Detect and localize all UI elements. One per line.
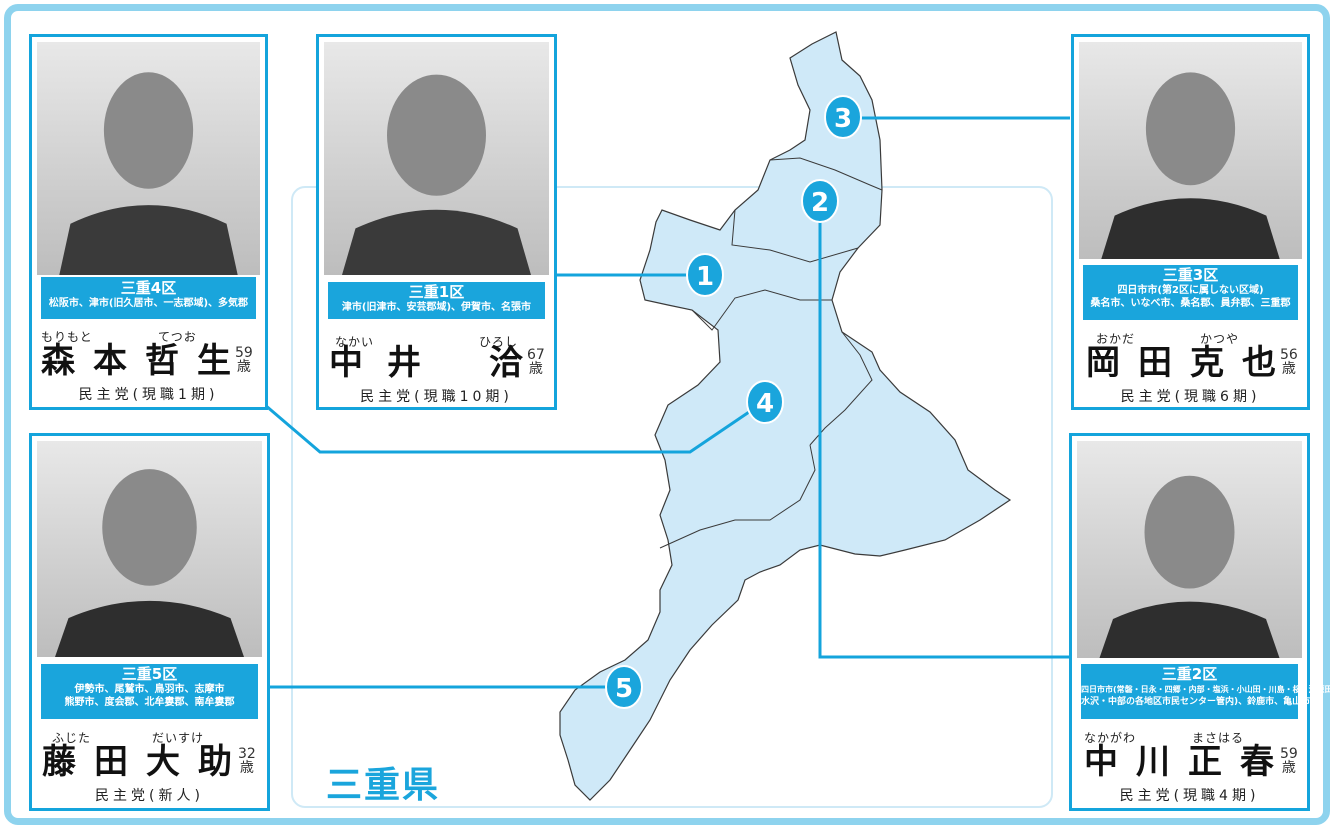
district-banner: 三重1区 津市(旧津市、安芸郡域)、伊賀市、名張市 — [328, 282, 545, 319]
prefecture-label: 三重県 — [326, 765, 441, 806]
candidate-age: 59 歳 — [1280, 746, 1298, 776]
candidate-party: 民主党(現職4期) — [1119, 788, 1260, 804]
ruby-given: てつお — [158, 330, 197, 344]
candidate-party: 民主党(現職10期) — [360, 389, 513, 405]
candidate-card-mie3: 三重3区 四日市市(第2区に属しない区域) 桑名市、いなべ市、桑名郡、員弁郡、三… — [1071, 34, 1310, 410]
candidate-photo — [1077, 441, 1302, 658]
ruby-family: ふじた — [52, 731, 92, 745]
district-title: 三重4区 — [120, 279, 177, 297]
district-area: 水沢・中部の各地区市民センター管内)、鈴鹿市、亀山市 — [1081, 697, 1311, 707]
district-banner: 三重5区 伊勢市、尾鷲市、鳥羽市、志摩市 熊野市、度会郡、北牟婁郡、南牟婁郡 — [41, 664, 258, 719]
district-area: 伊勢市、尾鷲市、鳥羽市、志摩市 — [74, 684, 225, 695]
candidate-age: 56 歳 — [1280, 347, 1298, 377]
candidate-name: 岡 田 克 也 — [1086, 343, 1276, 383]
person-silhouette-icon — [1099, 475, 1280, 658]
candidate-name: 中 井 洽 — [329, 343, 523, 383]
candidate-age: 67 歳 — [527, 347, 545, 377]
candidate-photo — [37, 42, 260, 275]
ruby-family: おかだ — [1096, 332, 1136, 346]
ruby-family: もりもと — [41, 330, 93, 344]
candidate-name: 藤 田 大 助 — [42, 742, 232, 782]
person-silhouette-icon — [55, 469, 244, 657]
border-3-2 — [769, 157, 883, 191]
district-title: 三重2区 — [1161, 665, 1218, 683]
candidate-photo — [324, 42, 549, 275]
svg-text:2: 2 — [811, 188, 829, 218]
person-silhouette-icon — [1101, 72, 1280, 259]
district-area: 四日市市(第2区に属しない区域) — [1117, 285, 1264, 296]
ruby-given: まさはる — [1192, 731, 1245, 745]
ruby-given: だいすけ — [152, 731, 205, 745]
district-banner: 三重4区 松阪市、津市(旧久居市、一志郡域)、多気郡 — [41, 277, 256, 319]
candidate-card-mie5: 三重5区 伊勢市、尾鷲市、鳥羽市、志摩市 熊野市、度会郡、北牟婁郡、南牟婁郡 ふ… — [29, 433, 270, 811]
candidate-card-mie1: 三重1区 津市(旧津市、安芸郡域)、伊賀市、名張市 なかい ひろし 中 井 洽 … — [316, 34, 557, 410]
border-4-2 — [809, 331, 873, 446]
ruby-family: なかがわ — [1084, 731, 1137, 745]
candidate-age: 32 歳 — [238, 746, 256, 776]
candidate-photo — [37, 441, 262, 657]
district-badge-5: 5 — [605, 665, 643, 709]
border-2-1 — [731, 209, 859, 263]
district-title: 三重5区 — [121, 665, 178, 683]
candidate-party: 民主党(新人) — [95, 788, 204, 804]
district-area: 熊野市、度会郡、北牟婁郡、南牟婁郡 — [64, 697, 235, 708]
ruby-family: なかい — [335, 335, 375, 349]
ruby-given: かつや — [1200, 332, 1240, 346]
candidate-party: 民主党(現職1期) — [78, 387, 219, 403]
district-area: 津市(旧津市、安芸郡域)、伊賀市、名張市 — [341, 302, 532, 313]
svg-text:1: 1 — [696, 262, 714, 292]
candidate-photo — [1079, 42, 1302, 259]
district-title: 三重3区 — [1162, 266, 1219, 284]
candidate-party: 民主党(現職6期) — [1120, 389, 1261, 405]
district-title: 三重1区 — [408, 283, 465, 301]
connector-4 — [264, 403, 753, 454]
candidate-name: 森 本 哲 生 — [41, 341, 231, 381]
district-badge-4: 4 — [746, 380, 784, 424]
svg-text:4: 4 — [756, 389, 774, 419]
candidate-card-mie2: 三重2区 四日市市(常磐・日永・四郷・内部・塩浜・小山田・川島・桜・河原田・ 水… — [1069, 433, 1334, 811]
candidate-card-mie4: 三重4区 松阪市、津市(旧久居市、一志郡域)、多気郡 もりもと てつお 森 本 … — [29, 34, 268, 410]
prefecture-outline — [559, 31, 1012, 801]
border-1-4 — [691, 289, 832, 331]
district-area: 桑名市、いなべ市、桑名郡、員弁郡、三重郡 — [1090, 298, 1291, 309]
svg-text:3: 3 — [834, 104, 852, 134]
district-area: 松阪市、津市(旧久居市、一志郡域)、多気郡 — [48, 298, 249, 309]
svg-text:5: 5 — [615, 674, 633, 704]
candidate-age: 59 歳 — [235, 345, 253, 375]
district-badge-3: 3 — [824, 95, 862, 139]
district-area: 四日市市(常磐・日永・四郷・内部・塩浜・小山田・川島・桜・河原田・ — [1081, 685, 1334, 694]
district-badge-1: 1 — [686, 253, 724, 297]
person-silhouette-icon — [59, 72, 238, 275]
connector-2 — [818, 210, 1070, 659]
ruby-given: ひろし — [479, 335, 519, 349]
district-banner: 三重3区 四日市市(第2区に属しない区域) 桑名市、いなべ市、桑名郡、員弁郡、三… — [1083, 265, 1298, 320]
border-4-5 — [659, 444, 816, 549]
person-silhouette-icon — [342, 74, 531, 275]
district-banner: 三重2区 四日市市(常磐・日永・四郷・内部・塩浜・小山田・川島・桜・河原田・ 水… — [1081, 664, 1334, 719]
district-badge-2: 2 — [801, 179, 839, 223]
candidate-name: 中 川 正 春 — [1084, 742, 1274, 782]
